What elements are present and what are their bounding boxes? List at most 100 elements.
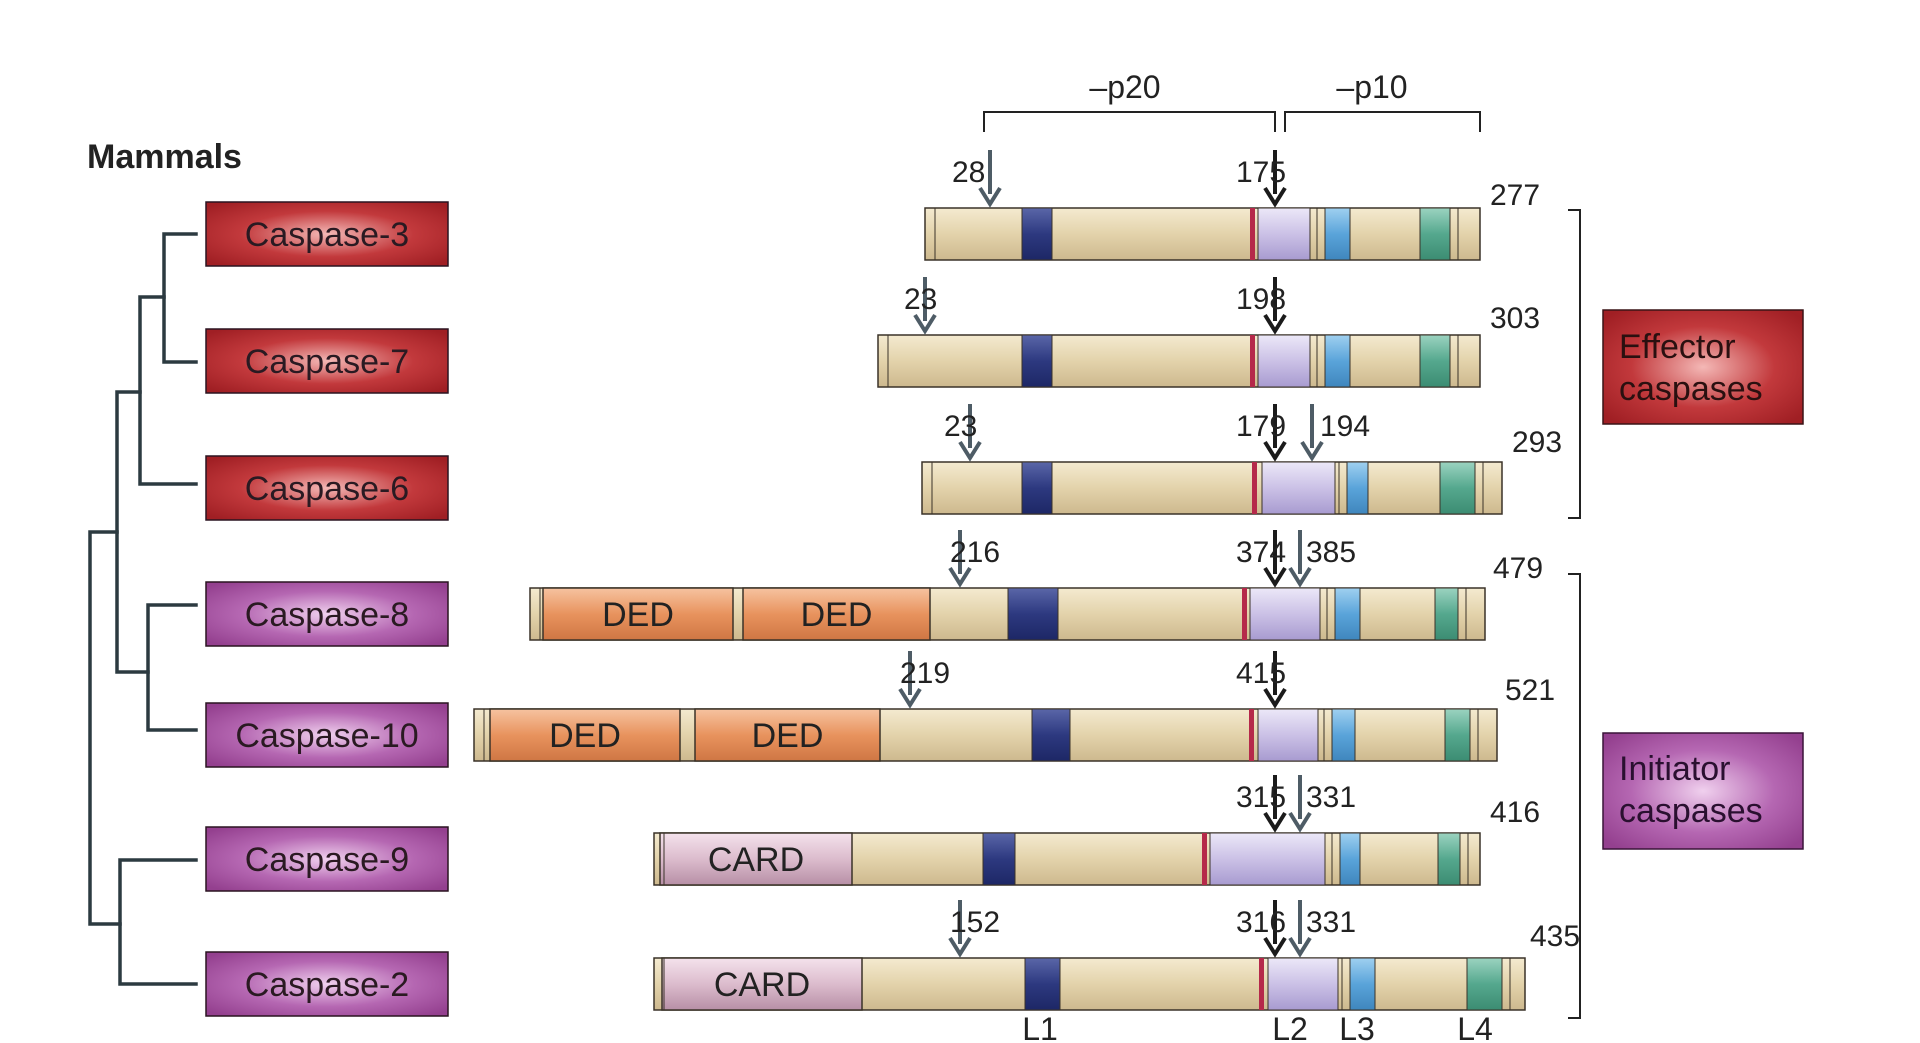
protein-bar: CARD 435 — [653, 920, 1580, 1011]
loop-l3 — [1349, 957, 1376, 1011]
effector-bracket — [1568, 209, 1581, 519]
loop-l2 — [1257, 207, 1311, 261]
active-site-marker — [1259, 958, 1264, 1010]
protein-length-label: 293 — [1512, 426, 1562, 459]
protein-backbone — [877, 334, 1481, 388]
protein-length-label: 435 — [1530, 920, 1580, 953]
cleavage-arrow: 179 — [1236, 404, 1287, 462]
loop-l3 — [1334, 587, 1361, 641]
loop-l4 — [1439, 461, 1476, 515]
cleavage-site-label: 194 — [1320, 410, 1370, 443]
cleavage-site-label: 374 — [1236, 536, 1286, 569]
cleavage-arrow: 194 — [1300, 404, 1370, 462]
active-site-marker — [1250, 208, 1255, 260]
effector-group-line2: caspases — [1619, 370, 1763, 408]
loop-l4 — [1434, 587, 1459, 641]
cleavage-site-label: 415 — [1236, 657, 1286, 690]
protein-backbone — [921, 461, 1503, 515]
diagram-title: Mammals — [87, 138, 242, 176]
cleavage-site-label: 198 — [1236, 283, 1286, 316]
ded-domain — [694, 708, 881, 762]
card-domain — [661, 957, 863, 1011]
cleavage-arrow: 152 — [948, 900, 1000, 958]
caspase-name-label: Caspase-2 — [245, 966, 409, 1004]
cleavage-arrow: 385 — [1288, 530, 1356, 588]
ded-domain — [742, 587, 931, 641]
p10-label: –p10 — [1336, 69, 1407, 105]
active-site-marker — [1252, 462, 1257, 514]
ded-domain — [542, 587, 734, 641]
caspase-name-box: Caspase-6 — [205, 455, 449, 521]
card-domain — [659, 832, 853, 886]
cleavage-arrow: 415 — [1236, 651, 1287, 709]
protein-length-label: 416 — [1490, 796, 1540, 829]
cleavage-site-label: 219 — [900, 657, 950, 690]
protein-length-label: 479 — [1493, 552, 1543, 585]
cleavage-arrow: 331 — [1288, 775, 1356, 833]
loop-l4 — [1444, 708, 1471, 762]
protein-bar: 303 — [877, 302, 1540, 388]
initiator-group-line2: caspases — [1619, 792, 1763, 830]
loop-l2 — [1267, 957, 1339, 1011]
loop-l3 — [1339, 832, 1361, 886]
caspase-name-label: Caspase-3 — [245, 216, 409, 254]
cleavage-arrow: 374 — [1236, 530, 1287, 588]
cleavage-site-label: 331 — [1306, 781, 1356, 814]
cleavage-site-label: 216 — [950, 536, 1000, 569]
initiator-group-line1: Initiator — [1619, 750, 1731, 788]
caspase-name-box: Caspase-2 — [205, 951, 449, 1017]
protein-length-label: 303 — [1490, 302, 1540, 335]
card-domain-label: CARD — [714, 966, 810, 1004]
caspase-name-box: Caspase-3 — [205, 201, 449, 267]
cleavage-site-label: 331 — [1306, 906, 1356, 939]
cleavage-site-label: 316 — [1236, 906, 1286, 939]
loop-l1 — [1024, 957, 1061, 1011]
loop-l2 — [1209, 832, 1326, 886]
loop-l1 — [982, 832, 1016, 886]
initiator-group-box: Initiator caspases — [1602, 732, 1804, 850]
ded-domain-label: DED — [549, 717, 621, 755]
cleavage-site-label: 23 — [904, 283, 937, 316]
initiator-bracket — [1568, 573, 1581, 1019]
cleavage-arrow: 316 — [1236, 900, 1287, 958]
active-site-marker — [1202, 833, 1207, 885]
loop-label-l3: L3 — [1339, 1011, 1375, 1043]
cleavage-arrow: 216 — [948, 530, 1000, 588]
loop-l3 — [1324, 334, 1351, 388]
protein-backbone — [924, 207, 1481, 261]
caspase-name-label: Caspase-8 — [245, 596, 409, 634]
p10-bracket — [1284, 111, 1481, 132]
active-site-marker — [1249, 709, 1254, 761]
ded-domain-label: DED — [752, 717, 824, 755]
caspase-name-boxes: Caspase-3Caspase-7Caspase-6Caspase-8Casp… — [205, 201, 449, 1017]
loop-l4 — [1419, 334, 1451, 388]
effector-group-box: Effector caspases — [1602, 309, 1804, 425]
cleavage-arrow: 23 — [904, 277, 937, 335]
caspase-name-box: Caspase-7 — [205, 328, 449, 394]
loop-l3 — [1346, 461, 1369, 515]
loop-l1 — [1021, 334, 1053, 388]
caspase-name-label: Caspase-7 — [245, 343, 409, 381]
loop-l3 — [1324, 207, 1351, 261]
caspase-name-box: Caspase-9 — [205, 826, 449, 892]
phylogenetic-tree — [88, 232, 198, 986]
loop-label-l4: L4 — [1457, 1011, 1493, 1043]
active-site-marker — [1250, 335, 1255, 387]
cleavage-site-label: 179 — [1236, 410, 1286, 443]
loop-l1 — [1021, 461, 1053, 515]
ded-domain — [489, 708, 681, 762]
cleavage-arrow: 315 — [1236, 775, 1287, 833]
loop-l2 — [1257, 708, 1319, 762]
caspase-name-label: Caspase-10 — [235, 717, 418, 755]
loop-l3 — [1331, 708, 1356, 762]
ded-domain-label: DED — [602, 596, 674, 634]
loop-l4 — [1466, 957, 1503, 1011]
cleavage-arrow: 331 — [1288, 900, 1356, 958]
caspase-name-box: Caspase-10 — [205, 702, 449, 768]
protein-length-label: 277 — [1490, 179, 1540, 212]
